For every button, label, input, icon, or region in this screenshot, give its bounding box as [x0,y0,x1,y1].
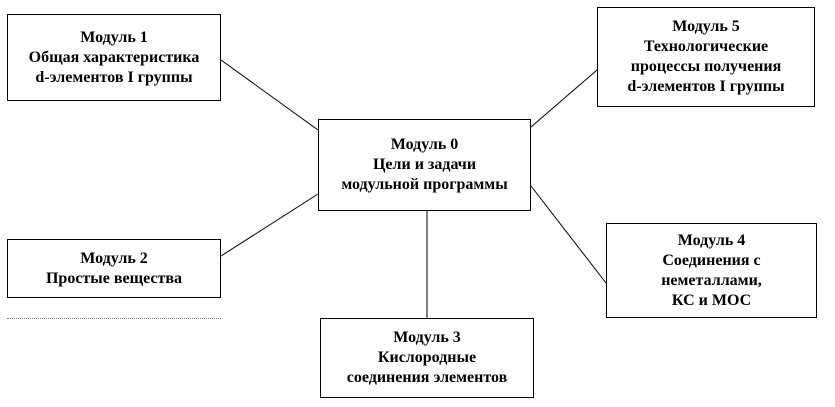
module-5-line-3: d-элементов I группы [627,78,785,95]
module-4-title: Модуль 4 [677,231,746,249]
stray-mark [7,318,221,319]
module-0-box: Модуль 0 Цели и задачи модульной програм… [318,119,531,211]
module-1-line-1: Общая характеристика [28,48,200,66]
module-0-line-1: Цели и задачи [372,156,477,173]
module-3-title: Модуль 3 [393,329,461,346]
module-3-box: Модуль 3 Кислородные соединения элементо… [320,318,534,398]
module-3-line-1: Кислородные [377,349,477,366]
module-1-box: Модуль 1 Общая характеристика d-элементо… [7,14,221,101]
module-5-title: Модуль 5 [672,18,740,35]
module-1-line-2: d-элементов I группы [35,68,193,86]
connector-0-1 [220,59,319,131]
module-0-title: Модуль 0 [390,136,459,153]
module-3-line-2: соединения элементов [346,369,508,386]
module-2-line-1: Простые вещества [45,269,183,287]
module-5-line-2: процессы получения [630,58,782,75]
module-1-title: Модуль 1 [80,28,148,46]
module-2-box: Модуль 2 Простые вещества [7,239,221,298]
connector-0-2 [220,193,319,257]
module-4-line-3: КС и МОС [671,291,752,309]
module-4-box: Модуль 4 Соединения с неметаллами, КС и … [606,223,817,318]
connector-0-5 [530,69,598,128]
module-4-line-2: неметаллами, [661,271,762,289]
module-5-line-1: Технологические [643,38,769,55]
connector-0-4 [530,185,607,284]
module-5-box: Модуль 5 Технологические процессы получе… [597,7,815,107]
module-4-line-1: Соединения с [662,251,761,269]
module-0-line-2: модульной программы [341,176,508,193]
module-2-title: Модуль 2 [80,249,148,267]
